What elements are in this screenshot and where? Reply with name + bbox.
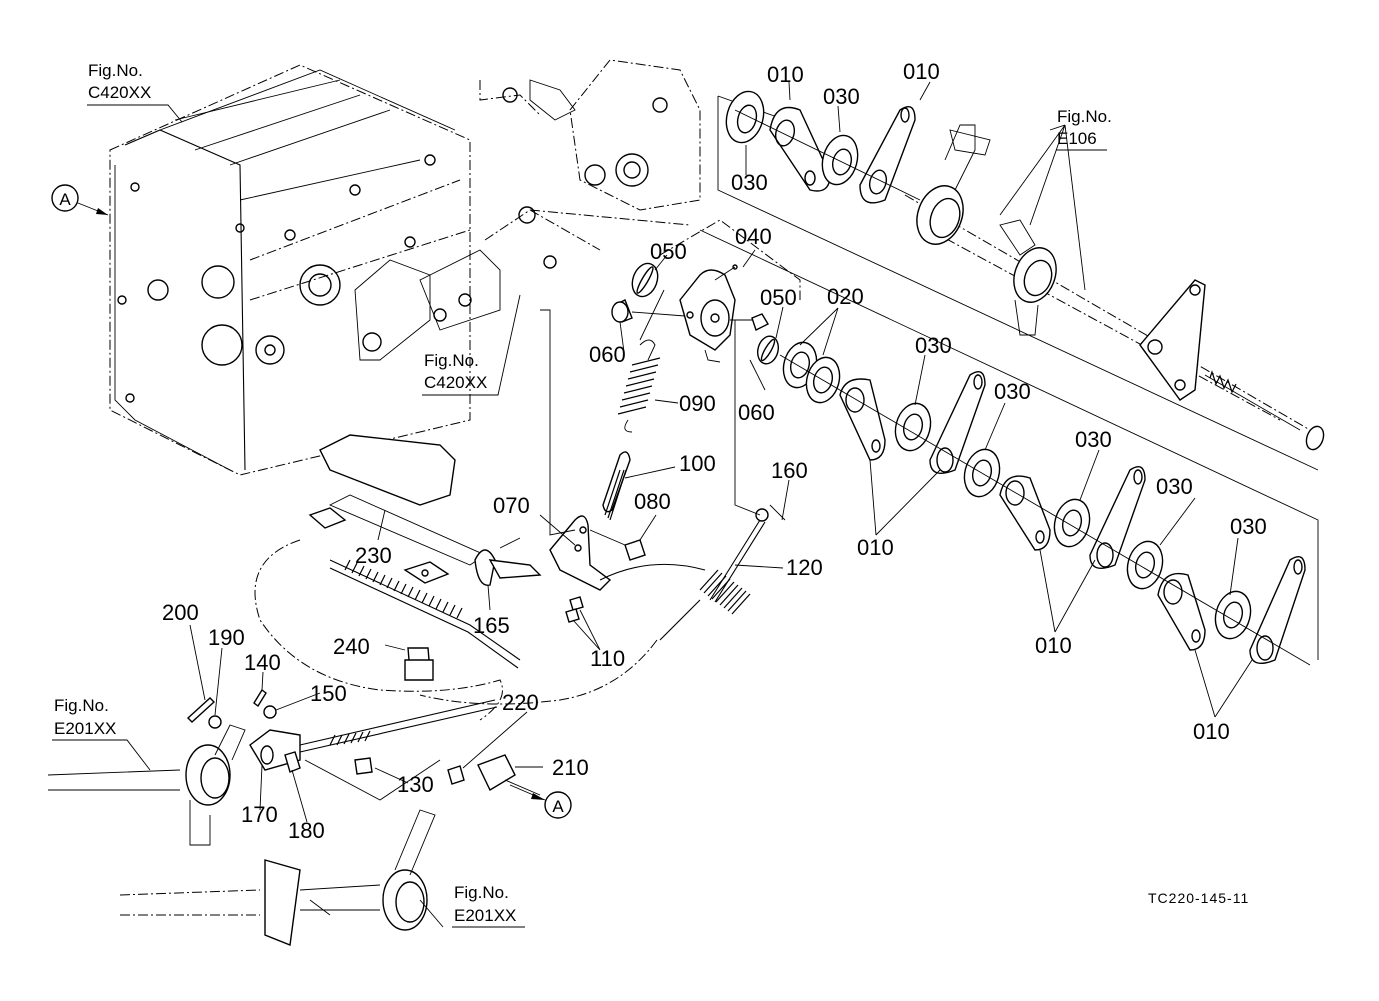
callout-240: 240 xyxy=(333,634,370,659)
transmission-case xyxy=(109,64,576,476)
figure-ref-number: C420XX xyxy=(424,373,487,392)
callout-160: 160 xyxy=(771,458,808,483)
callout-040: 040 xyxy=(735,224,772,249)
callout-060: 060 xyxy=(589,342,626,367)
callout-190: 190 xyxy=(208,625,245,650)
figure-reference-e201-bottom: Fig.No. E201XX xyxy=(454,883,516,925)
spring-and-rod xyxy=(602,289,665,521)
leader-lines xyxy=(52,81,1253,928)
shift-housing xyxy=(484,59,701,269)
callout-010: 010 xyxy=(1035,633,1072,658)
callout-030: 030 xyxy=(1075,427,1112,452)
control-cable xyxy=(254,320,786,721)
drawing-code: TC220-145-11 xyxy=(1148,890,1249,906)
callout-030: 030 xyxy=(1230,514,1267,539)
center-lever-assembly xyxy=(611,219,801,365)
callout-010: 010 xyxy=(903,59,940,84)
figure-reference-c420-mid: Fig.No. C420XX xyxy=(424,351,487,392)
callout-030: 030 xyxy=(994,379,1031,404)
callout-200: 200 xyxy=(162,600,199,625)
callout-220: 220 xyxy=(502,690,539,715)
callout-030: 030 xyxy=(915,333,952,358)
figure-ref-label: Fig.No. xyxy=(454,883,509,902)
callout-110: 110 xyxy=(590,646,625,671)
callout-210: 210 xyxy=(552,755,589,780)
figure-ref-number: E201XX xyxy=(54,719,116,738)
callout-060: 060 xyxy=(738,400,775,425)
callout-010: 010 xyxy=(857,535,894,560)
callout-050: 050 xyxy=(650,239,687,264)
figure-ref-label: Fig.No. xyxy=(424,351,479,370)
callout-170: 170 xyxy=(241,802,278,827)
callout-120: 120 xyxy=(786,555,823,580)
callout-010: 010 xyxy=(767,62,804,87)
marker-a-right-text: A xyxy=(552,797,564,816)
marker-a-left-text: A xyxy=(59,190,71,209)
cable-plate xyxy=(308,434,542,681)
lower-clevis-assembly xyxy=(186,688,541,801)
part-callouts: 010 010 030 030 040 050 050 020 060 060 … xyxy=(162,59,1267,843)
figure-ref-number: C420XX xyxy=(88,83,151,102)
callout-080: 080 xyxy=(634,489,671,514)
callout-165: 165 xyxy=(473,613,510,638)
marker-a-left: A xyxy=(51,184,109,216)
cable-bracket xyxy=(540,309,646,623)
callout-050: 050 xyxy=(760,285,797,310)
shift-shaft-assembly xyxy=(717,95,1325,471)
callout-150: 150 xyxy=(310,681,347,706)
callout-070: 070 xyxy=(493,493,530,518)
callout-140: 140 xyxy=(244,650,281,675)
callout-100: 100 xyxy=(679,451,716,476)
callout-180: 180 xyxy=(288,818,325,843)
figure-ref-label: Fig.No. xyxy=(88,61,143,80)
callout-020: 020 xyxy=(827,284,864,309)
callout-010: 010 xyxy=(1193,719,1230,744)
callout-230: 230 xyxy=(355,543,392,568)
callout-090: 090 xyxy=(679,391,716,416)
figure-reference-e106: Fig.No. E106 xyxy=(1057,107,1112,148)
lower-shafts xyxy=(47,724,436,946)
figure-ref-number: E201XX xyxy=(454,906,516,925)
marker-a-right: A xyxy=(509,784,572,819)
figure-ref-label: Fig.No. xyxy=(1057,107,1112,126)
upper-link-stack xyxy=(725,90,921,204)
callout-030: 030 xyxy=(823,84,860,109)
figure-reference-c420-top: Fig.No. C420XX xyxy=(88,61,151,102)
lower-link-stack xyxy=(699,229,1319,666)
callout-130: 130 xyxy=(397,772,434,797)
figure-reference-e201-left: Fig.No. E201XX xyxy=(54,696,116,738)
figure-ref-label: Fig.No. xyxy=(54,696,109,715)
callout-030: 030 xyxy=(731,170,768,195)
callout-030: 030 xyxy=(1156,474,1193,499)
figure-ref-number: E106 xyxy=(1057,129,1097,148)
